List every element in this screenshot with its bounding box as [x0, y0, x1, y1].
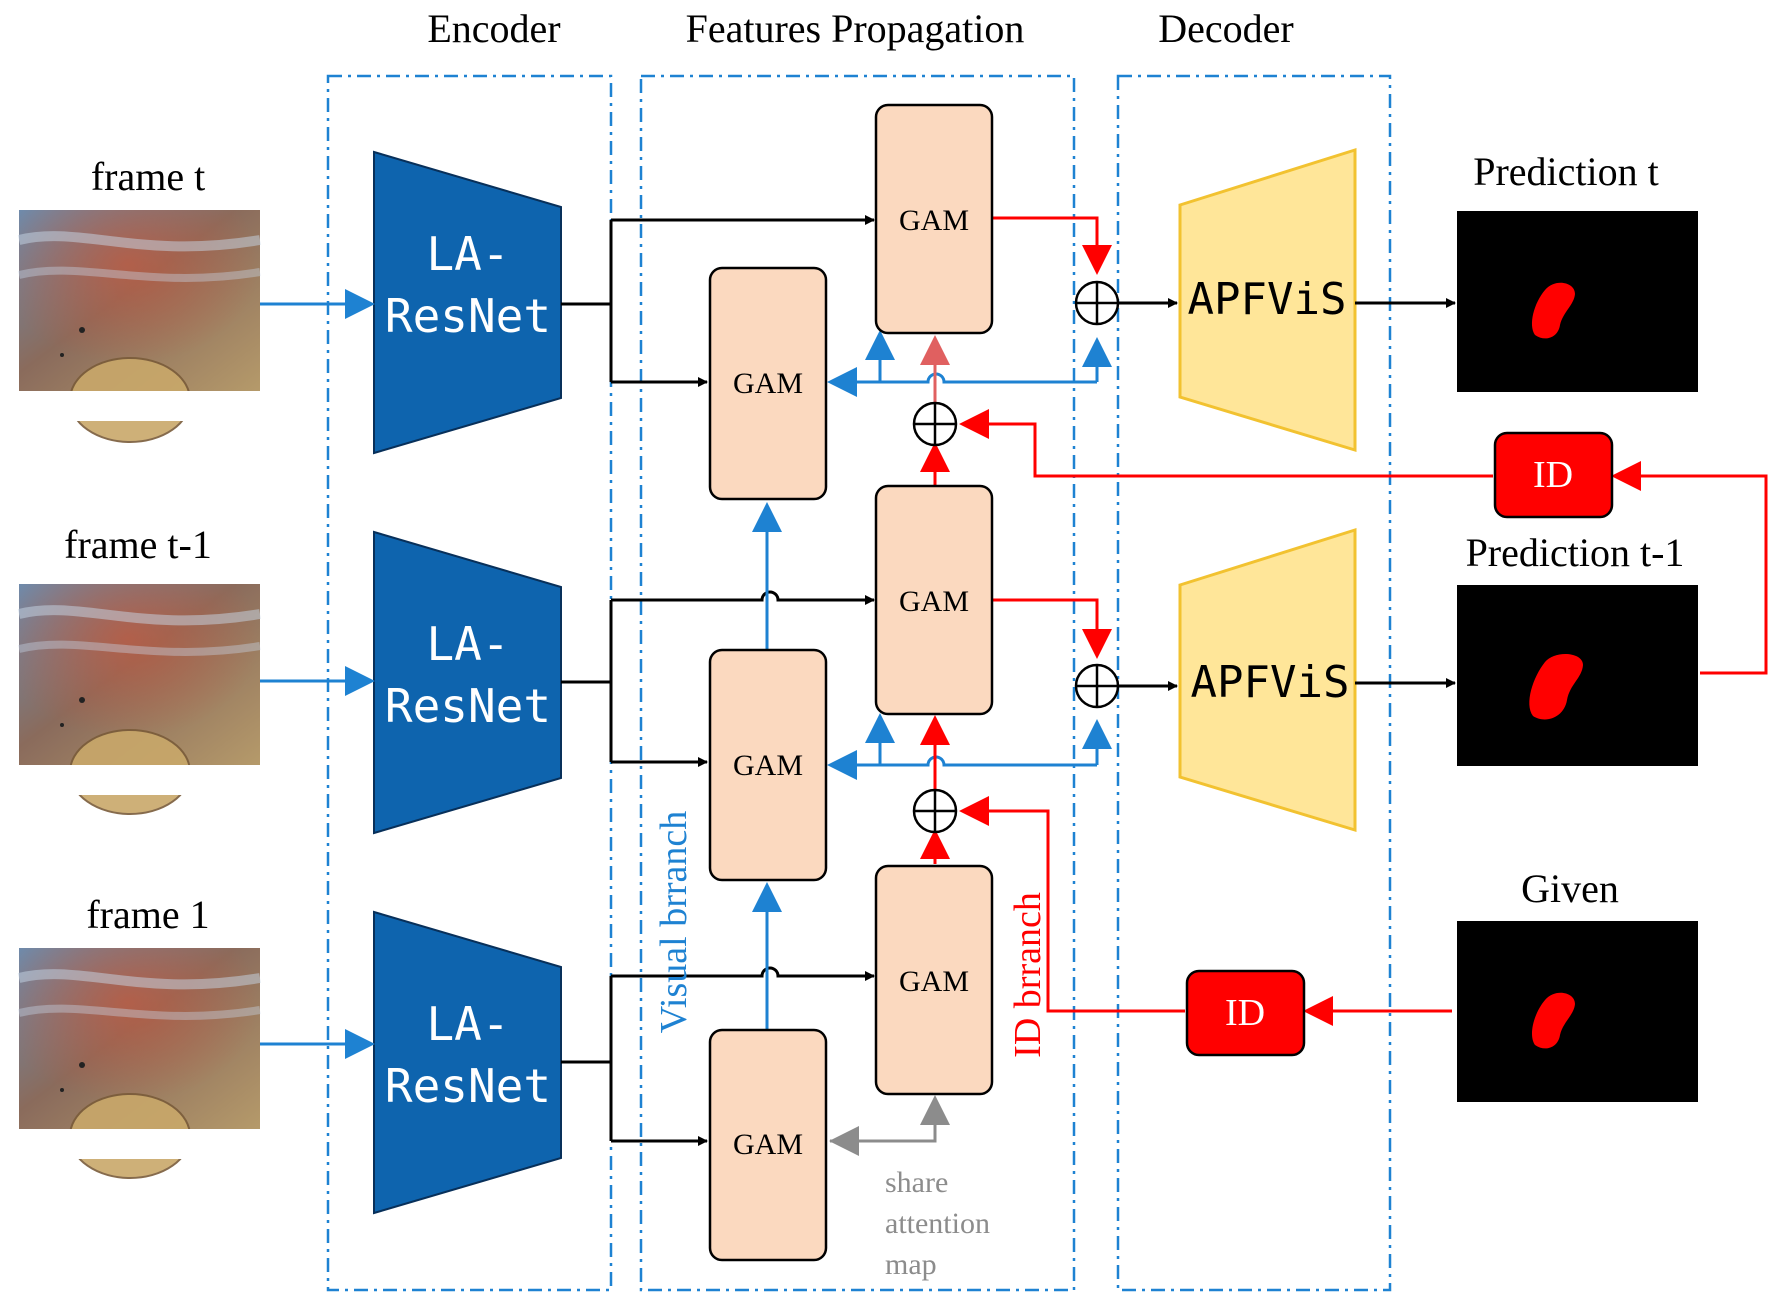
given-label: Given: [1521, 866, 1619, 911]
encoder-block-1: LA- ResNet: [373, 910, 562, 1215]
decoder-block-t: APFViS: [1178, 147, 1357, 453]
visual-feedback-t: [827, 330, 1112, 397]
id-branch-arrows: [920, 216, 1768, 1026]
frame-1-image: [17, 948, 261, 1179]
gam-block-bottom-right: GAM: [874, 864, 994, 1096]
sum-node-upper: [912, 401, 958, 447]
share-note-line2: attention: [885, 1207, 990, 1240]
propagation-title: Features Propagation: [686, 6, 1025, 51]
encoder-out-t1: [561, 590, 875, 767]
frame-t-image: [17, 210, 261, 443]
svg-text:GAM: GAM: [733, 367, 803, 400]
visual-branch-label: Visual brranch: [653, 811, 695, 1033]
share-note-line1: share: [885, 1166, 948, 1199]
id-branch-label: ID brranch: [1007, 892, 1049, 1058]
svg-text:LA-: LA-: [426, 617, 509, 671]
decoder-title: Decoder: [1158, 6, 1293, 51]
share-note-line3: map: [885, 1248, 937, 1281]
sum-node-decoder-t1: [1074, 663, 1120, 709]
svg-text:ResNet: ResNet: [385, 679, 551, 733]
id-box-upper: ID: [1493, 431, 1614, 519]
gam-block-top-right: GAM: [874, 103, 994, 335]
encoder-out-1: [561, 966, 875, 1146]
svg-text:GAM: GAM: [899, 585, 969, 618]
frame-1-label: frame 1: [86, 892, 209, 937]
svg-text:GAM: GAM: [899, 204, 969, 237]
gam-block-mid-left: GAM: [708, 648, 828, 882]
id-box-lower: ID: [1185, 969, 1306, 1057]
svg-text:APFViS: APFViS: [1188, 274, 1347, 325]
prediction-t1-mask: [1457, 585, 1698, 766]
svg-text:APFViS: APFViS: [1191, 657, 1350, 708]
share-attention-arrows: [829, 1095, 950, 1156]
gam-block-bottom-left: GAM: [708, 1028, 828, 1262]
gam-block-mid-right: GAM: [874, 484, 994, 716]
given-mask: [1457, 921, 1698, 1102]
svg-text:ID: ID: [1533, 454, 1573, 496]
svg-text:GAM: GAM: [733, 749, 803, 782]
frame-t1-label: frame t-1: [64, 522, 212, 567]
propagation-section-border: [639, 74, 1076, 1292]
prediction-t1-label: Prediction t-1: [1466, 530, 1685, 575]
prediction-t-label: Prediction t: [1473, 149, 1659, 194]
encoder-block-t: LA- ResNet: [373, 150, 562, 455]
svg-text:LA-: LA-: [426, 227, 509, 281]
encoder-title: Encoder: [427, 6, 560, 51]
prediction-t-mask: [1457, 211, 1698, 392]
svg-text:ResNet: ResNet: [385, 289, 551, 343]
svg-text:GAM: GAM: [899, 965, 969, 998]
frame-t-label: frame t: [91, 154, 205, 199]
frame-t1-image: [17, 584, 261, 815]
svg-text:LA-: LA-: [426, 997, 509, 1051]
svg-text:GAM: GAM: [733, 1128, 803, 1161]
encoder-out-t: [561, 215, 875, 387]
decoder-block-t1: APFViS: [1178, 527, 1357, 833]
gam-block-top-left: GAM: [708, 266, 828, 501]
sum-node-lower: [912, 788, 958, 834]
svg-text:ID: ID: [1225, 992, 1265, 1034]
visual-feedback-t1: [827, 713, 1112, 780]
encoder-block-t1: LA- ResNet: [373, 530, 562, 835]
svg-text:ResNet: ResNet: [385, 1059, 551, 1113]
sum-node-decoder-t: [1074, 280, 1120, 326]
